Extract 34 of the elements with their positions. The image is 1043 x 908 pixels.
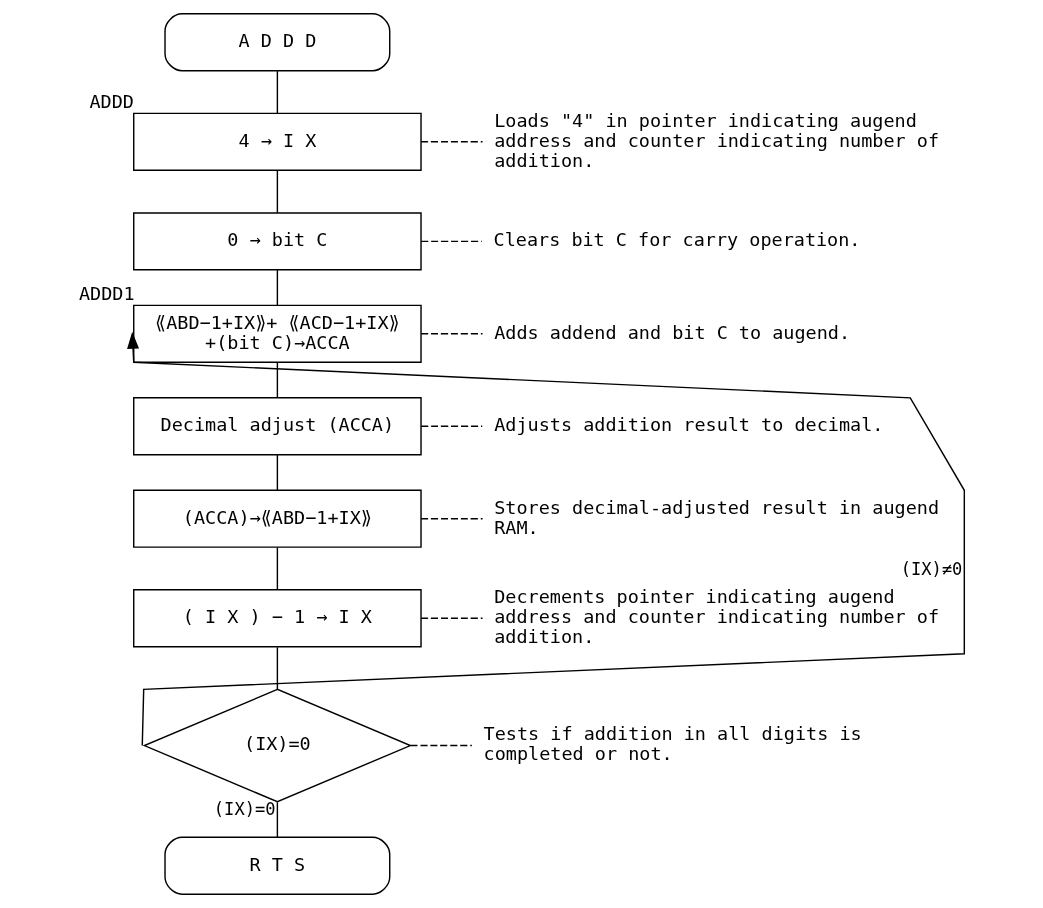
connector: [419, 617, 483, 619]
connector: [276, 801, 278, 838]
node-box: R T S: [163, 836, 390, 895]
arrow: [126, 331, 965, 747]
node-box: ( I X ) − 1 → I X: [132, 589, 422, 648]
connector: [276, 70, 278, 114]
node-box: (ACCA)→⟪ABD−1+IX⟫: [132, 489, 422, 548]
connector: [276, 454, 278, 491]
connector: [419, 518, 483, 520]
node-label: ADDD: [88, 91, 134, 113]
node-text: Tests if addition in all digits is completed or not.: [483, 723, 862, 765]
connector: [276, 646, 278, 690]
node-text: Adds addend and bit C to augend.: [493, 321, 850, 343]
node-text: Stores decimal-adjusted result in augend RAM.: [493, 496, 939, 538]
connector: [276, 546, 278, 591]
node-text: Adjusts addition result to decimal.: [493, 414, 883, 436]
edge-label: (IX)≠0: [900, 559, 962, 580]
node-text: Decrements pointer indicating augend address and counter indicating number of addition.: [493, 586, 939, 648]
node-label: ADDD1: [78, 283, 135, 305]
node-box: 0 → bit C: [132, 212, 422, 271]
node-box: ⟪ABD−1+IX⟫+ ⟪ACD−1+IX⟫ +(bit C)→ACCA: [132, 304, 422, 363]
connector: [276, 170, 278, 214]
node-box: A D D D: [163, 13, 390, 72]
connector: [420, 425, 483, 427]
connector: [276, 269, 278, 306]
connector: [276, 361, 278, 399]
connector: [420, 240, 482, 243]
connector: [419, 141, 483, 143]
node-box: Decimal adjust (ACCA): [132, 397, 422, 456]
connector: [409, 744, 473, 747]
connector: [419, 333, 483, 335]
node-text: Clears bit C for carry operation.: [493, 229, 860, 251]
node-box: 4 → I X: [132, 112, 422, 171]
node-text: Loads "4" in pointer indicating augend address and counter indicating number of addition.: [493, 109, 939, 171]
